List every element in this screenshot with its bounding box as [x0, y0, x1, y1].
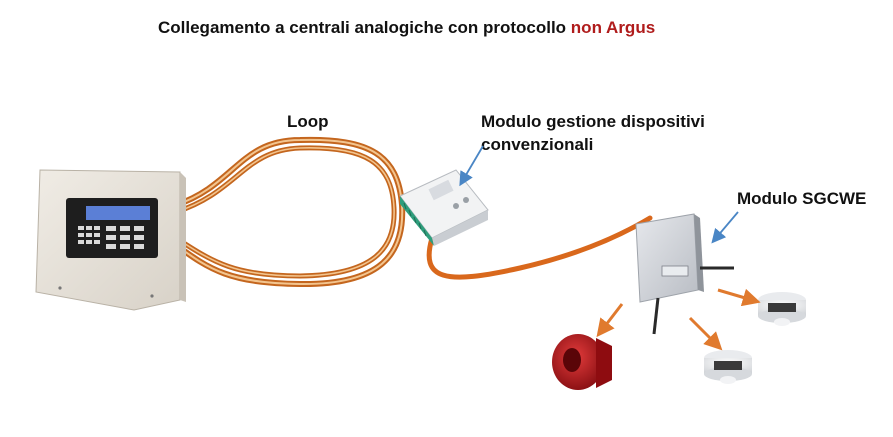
siren [552, 334, 612, 390]
wireless-arrow-detector-right [717, 288, 761, 307]
conventional-device-module [399, 169, 489, 246]
module-to-sgcwe-cable [426, 215, 653, 280]
title-prefix: Collegamento a centrali analogiche con p… [158, 18, 571, 37]
wireless-arrow-siren [596, 303, 624, 338]
wireless-arrow-detector-bottom [688, 316, 723, 351]
sgcwe-antenna-bottom [652, 297, 660, 335]
loop-cable [173, 136, 406, 288]
sgcwe-display [661, 265, 689, 277]
diagram-title: Collegamento a centrali analogiche con p… [158, 16, 655, 39]
sgcwe-pointer-arrow [711, 211, 739, 244]
sgcwe-label: Modulo SGCWE [737, 189, 867, 208]
loop-label: Loop [287, 112, 329, 131]
module-pointer-arrow [459, 145, 484, 187]
panel-lcd-display [86, 206, 150, 220]
panel-keypad [78, 226, 144, 249]
module-label-line2: convenzionali [481, 135, 594, 154]
smoke-detector-right [758, 292, 806, 326]
sgcwe-module [635, 213, 734, 335]
smoke-detector-bottom [704, 350, 752, 384]
module-label: Modulo gestione dispositivi convenzional… [481, 110, 705, 156]
title-highlight: non Argus [570, 18, 656, 37]
control-panel [35, 169, 186, 311]
module-label-line1: Modulo gestione dispositivi [481, 112, 705, 131]
